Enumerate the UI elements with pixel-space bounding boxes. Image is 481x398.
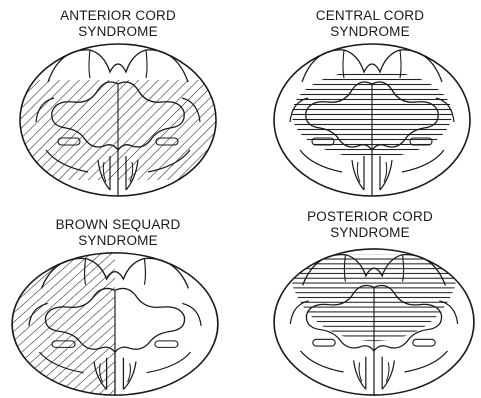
title-line-1: BROWN SEQUARD — [0, 217, 238, 233]
title-line-2: SYNDROME — [0, 233, 238, 249]
spinal-cord-cross-section — [10, 251, 220, 397]
spinal-cord-cross-section — [272, 42, 472, 198]
panel-title: ANTERIOR CORD SYNDROME — [0, 8, 238, 40]
title-line-2: SYNDROME — [250, 24, 481, 40]
panel-posterior-cord: POSTERIOR CORD SYNDROME — [240, 199, 480, 398]
title-line-2: SYNDROME — [250, 225, 481, 241]
panel-title: BROWN SEQUARD SYNDROME — [0, 217, 238, 249]
title-line-1: CENTRAL CORD — [250, 8, 481, 24]
panel-title: CENTRAL CORD SYNDROME — [250, 8, 481, 40]
lesion-area — [10, 251, 115, 397]
title-line-2: SYNDROME — [0, 24, 238, 40]
title-line-1: ANTERIOR CORD — [0, 8, 238, 24]
panel-brown-sequard: BROWN SEQUARD SYNDROME — [0, 199, 240, 398]
title-line-1: POSTERIOR CORD — [250, 209, 481, 225]
panel-title: POSTERIOR CORD SYNDROME — [250, 209, 481, 241]
spinal-cord-cross-section — [18, 42, 218, 198]
spinal-cord-cross-section — [272, 247, 476, 397]
panel-anterior-cord: ANTERIOR CORD SYNDROME — [0, 0, 240, 199]
panel-central-cord: CENTRAL CORD SYNDROME — [240, 0, 480, 199]
